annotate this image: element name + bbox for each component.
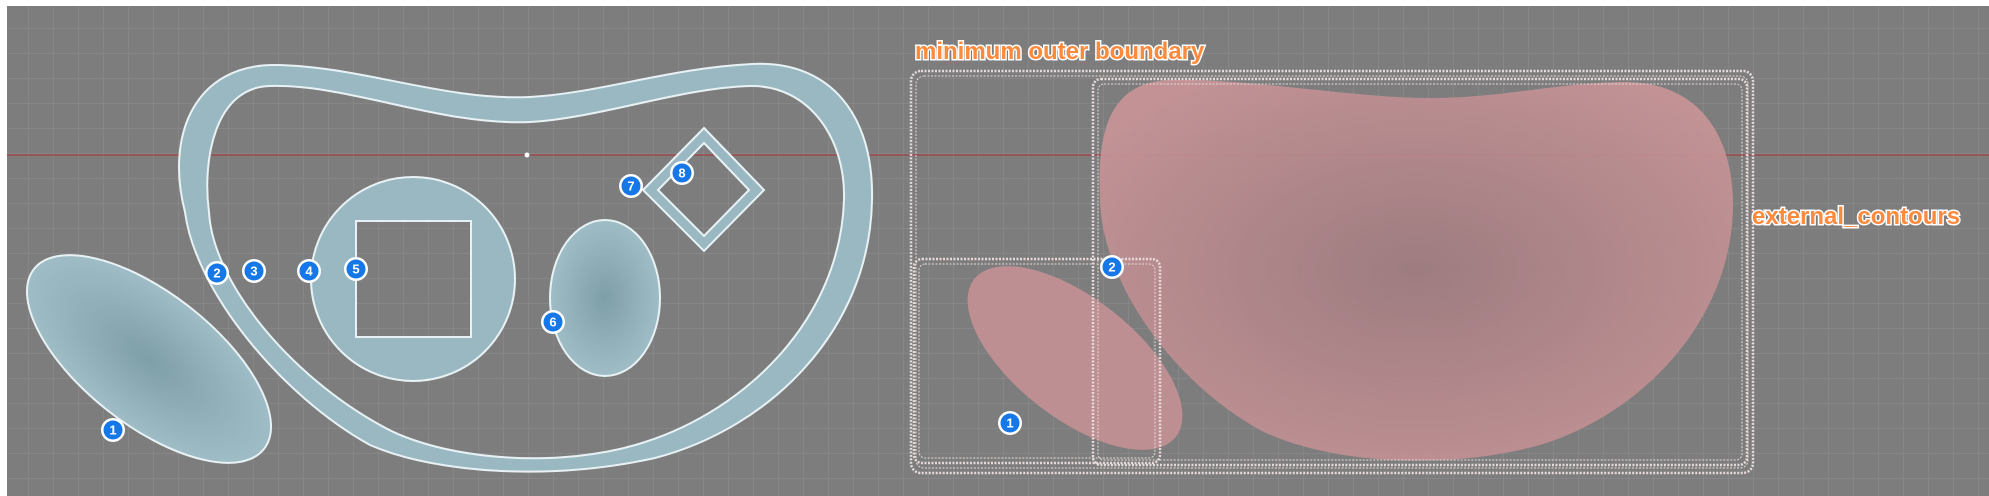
marker-right-1: 1 [998, 411, 1022, 435]
marker-left-5: 5 [344, 257, 368, 281]
svg-text:2: 2 [1108, 260, 1115, 275]
label-minimum-outer-boundary: minimum outer boundary [915, 38, 1205, 65]
marker-left-7: 7 [619, 174, 643, 198]
marker-left-8: 8 [670, 161, 694, 185]
right-contours [909, 69, 1755, 475]
minimum-outer-boundary [909, 69, 1755, 475]
minimum-outer-boundary-inner [915, 75, 1749, 469]
svg-text:1: 1 [109, 423, 116, 438]
svg-text:6: 6 [549, 315, 556, 330]
bounding-box-ellipse-inner [918, 263, 1156, 459]
svg-text:2: 2 [213, 266, 220, 281]
bounding-box-kidney [1091, 77, 1749, 467]
svg-text:3: 3 [250, 264, 257, 279]
bounding-box-kidney-inner [1097, 83, 1743, 461]
svg-text:7: 7 [627, 179, 634, 194]
label-external-contours: external_contours [1752, 203, 1960, 230]
contour-diagonal-ellipse [967, 266, 1183, 450]
svg-text:5: 5 [352, 262, 359, 277]
marker-left-2: 2 [205, 261, 229, 285]
origin-point [524, 152, 530, 158]
marker-right-2: 2 [1100, 255, 1124, 279]
contour-kidney [1099, 79, 1734, 461]
shape-small-ellipse [549, 219, 661, 377]
svg-text:8: 8 [678, 166, 685, 181]
marker-left-6: 6 [541, 310, 565, 334]
svg-text:4: 4 [305, 264, 313, 279]
shape-diagonal-ellipse [25, 254, 273, 464]
marker-left-4: 4 [297, 259, 321, 283]
marker-left-3: 3 [242, 259, 266, 283]
shape-kidney-ring [178, 62, 874, 473]
marker-left-1: 1 [101, 418, 125, 442]
svg-text:1: 1 [1006, 416, 1013, 431]
left-shapes [25, 62, 874, 473]
bounding-box-ellipse [912, 257, 1162, 465]
